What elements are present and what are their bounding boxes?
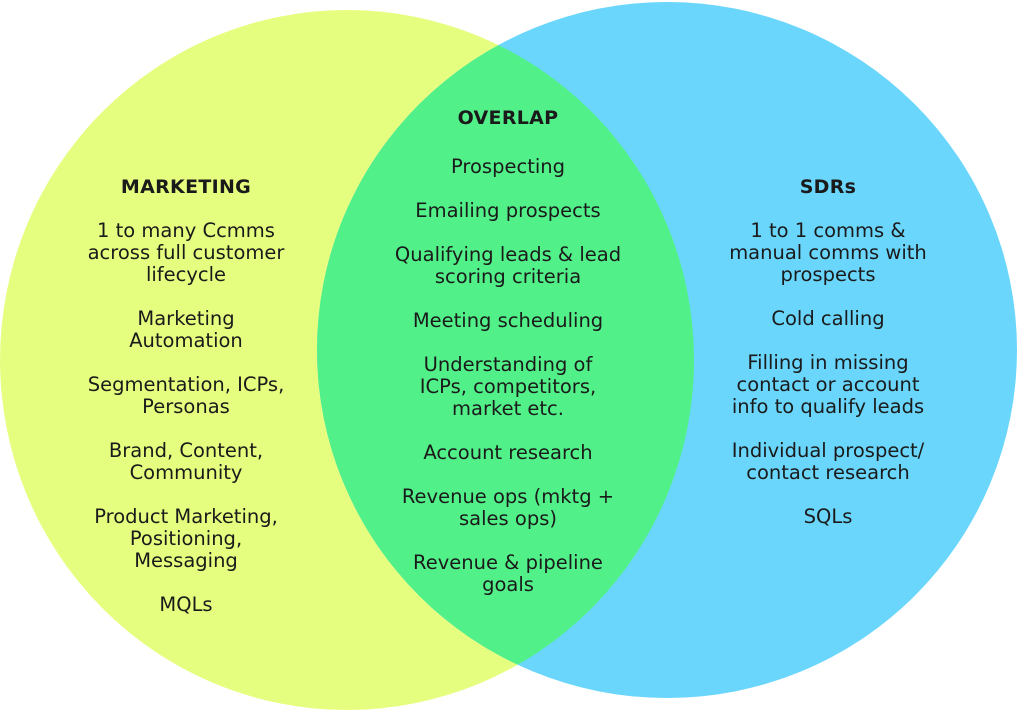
overlap-item: Prospecting — [451, 155, 565, 178]
marketing-item: Brand, Content, Community — [108, 439, 264, 484]
overlap-item: Understanding of ICPs, competitors, mark… — [419, 353, 597, 420]
overlap-item: Emailing prospects — [415, 199, 601, 222]
sdrs-item: Filling in missing contact or account in… — [731, 351, 925, 418]
marketing-item: Product Marketing, Positioning, Messagin… — [94, 505, 278, 572]
overlap-item: Revenue ops (mktg + sales ops) — [401, 485, 615, 530]
sdrs-section: SDRs 1 to 1 comms & manual comms with pr… — [700, 176, 956, 528]
marketing-item: 1 to many Ccmms across full customer lif… — [87, 219, 285, 286]
overlap-item: Qualifying leads & lead scoring criteria — [394, 243, 622, 288]
marketing-item: Segmentation, ICPs, Personas — [87, 373, 285, 418]
overlap-item: Revenue & pipeline goals — [413, 551, 603, 596]
overlap-heading: OVERLAP — [457, 107, 559, 129]
overlap-item: Meeting scheduling — [412, 309, 604, 332]
marketing-item: Marketing Automation — [129, 307, 243, 352]
overlap-item: Account research — [423, 441, 593, 464]
sdrs-item: SQLs — [803, 505, 853, 528]
sdrs-item: Individual prospect/ contact research — [731, 439, 925, 484]
sdrs-heading: SDRs — [799, 176, 857, 198]
marketing-item: MQLs — [159, 593, 213, 616]
overlap-region — [317, 10, 694, 698]
overlap-section: OVERLAP Prospecting Emailing prospects Q… — [368, 107, 648, 596]
sdrs-item: Cold calling — [771, 307, 885, 330]
sdrs-item: 1 to 1 comms & manual comms with prospec… — [729, 219, 927, 286]
marketing-heading: MARKETING — [120, 176, 252, 198]
marketing-section: MARKETING 1 to many Ccmms across full cu… — [60, 176, 312, 616]
